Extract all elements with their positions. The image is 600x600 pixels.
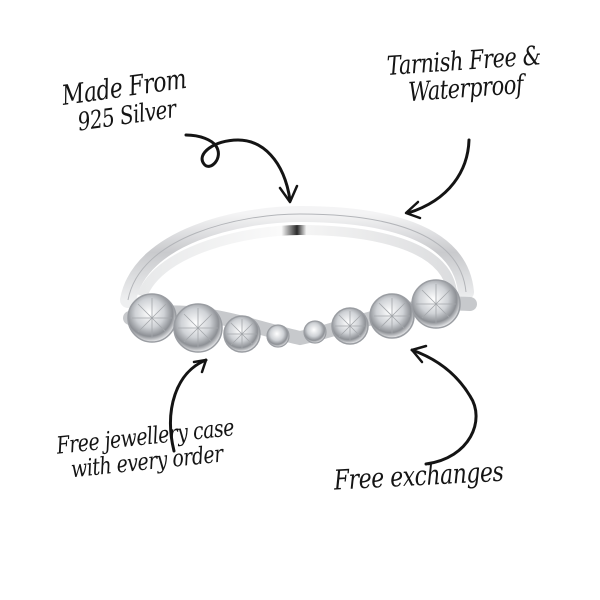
- gemstone: [223, 315, 261, 353]
- arrow-tarnish-icon: [404, 138, 471, 220]
- arrow-exchanges-icon: [410, 344, 478, 466]
- ring-band: [120, 205, 474, 308]
- label-tarnish: Tarnish Free & Waterproof: [386, 41, 543, 108]
- gemstone: [411, 279, 461, 329]
- gemstone: [369, 293, 415, 339]
- gemstone: [127, 293, 177, 343]
- gemstones: [127, 279, 461, 353]
- arrow-case-icon: [169, 358, 208, 453]
- arrow-material-icon: [184, 133, 299, 204]
- gemstone: [303, 320, 327, 344]
- gemstone: [331, 307, 369, 345]
- gemstone: [173, 303, 223, 353]
- gemstone: [266, 324, 290, 348]
